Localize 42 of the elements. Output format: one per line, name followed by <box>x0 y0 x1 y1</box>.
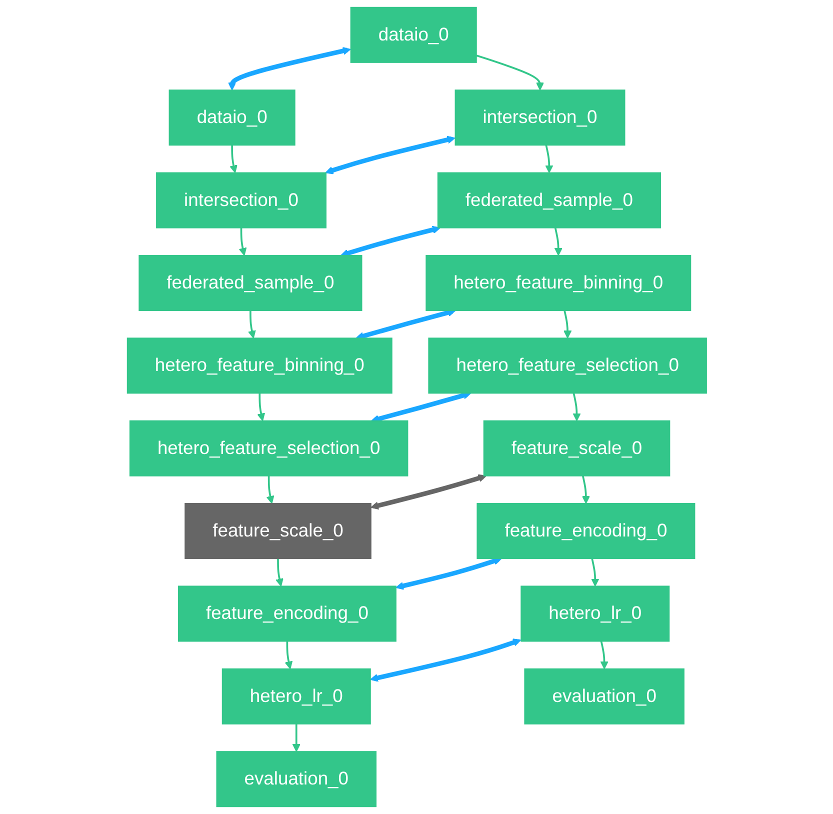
node-box: federated_sample_0 <box>437 172 661 228</box>
arrow <box>590 558 599 587</box>
arrow <box>228 46 350 90</box>
node-box: hetero_lr_0 <box>520 586 670 642</box>
node-box: feature_scale_0 <box>482 420 670 476</box>
arrow <box>266 476 274 504</box>
arrow <box>370 638 521 682</box>
node-box: hetero_feature_selection_0 <box>428 338 707 394</box>
arrow <box>355 308 456 340</box>
node-box: feature_encoding_0 <box>178 586 396 642</box>
arrow <box>370 474 486 510</box>
arrow <box>370 391 471 423</box>
node-box: evaluation_0 <box>524 668 684 724</box>
node-box: evaluation_0 <box>216 751 376 808</box>
node-box: hetero_feature_binning_0 <box>126 338 392 394</box>
arrow <box>582 476 590 504</box>
arrow <box>292 724 300 752</box>
arrow <box>572 393 580 422</box>
arrow <box>248 310 256 338</box>
node-box: dataio_0 <box>168 90 295 146</box>
node-box: intersection_0 <box>156 172 326 228</box>
node-box: federated_sample_0 <box>138 254 362 311</box>
node-box: dataio_0 <box>350 6 476 63</box>
arrow <box>600 641 608 670</box>
arrow <box>238 228 246 256</box>
arrow <box>229 145 238 174</box>
arrow <box>476 54 544 90</box>
node-box: hetero_lr_0 <box>221 668 370 724</box>
arrow <box>563 310 572 338</box>
node-box: intersection_0 <box>454 90 625 146</box>
arrow <box>275 558 283 587</box>
node-box: hetero_feature_selection_0 <box>129 420 408 476</box>
node-box: feature_scale_0 <box>184 503 371 560</box>
arrow <box>256 393 265 422</box>
arrow <box>284 641 292 670</box>
arrow <box>324 136 455 174</box>
node-box: hetero_feature_binning_0 <box>425 254 691 311</box>
arrow <box>340 226 440 258</box>
node-box: feature_encoding_0 <box>476 503 695 560</box>
arrow <box>544 144 553 174</box>
arrow <box>395 557 502 590</box>
arrow <box>554 228 562 256</box>
